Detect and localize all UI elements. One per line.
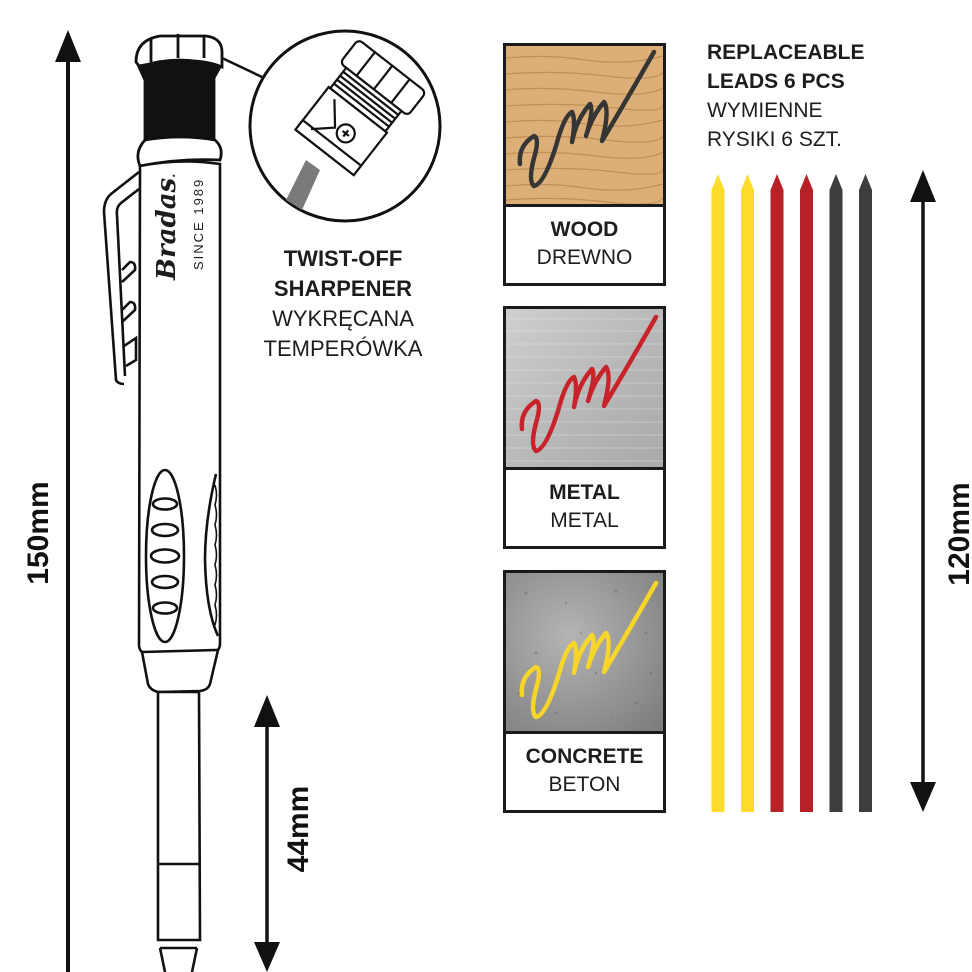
callout-leader-line: [221, 56, 263, 79]
metal-texture: [506, 309, 663, 470]
leads-group: [711, 174, 872, 812]
lead-length-dimension-arrow: [910, 170, 936, 812]
concrete-mark-scribble: [519, 580, 659, 720]
concrete-texture: [506, 573, 663, 734]
sharpener-subtitle-line2: TEMPERÓWKA: [263, 336, 423, 361]
surface-card-concrete: CONCRETE BETON: [503, 570, 666, 813]
wood-mark-scribble: [517, 49, 657, 189]
wood-texture: [506, 46, 663, 207]
leads-title-line2: LEADS 6 PCS: [707, 70, 845, 93]
lead-graphite: [859, 174, 872, 812]
arrow-up-icon: [254, 695, 280, 727]
leads-title-line1: REPLACEABLE: [707, 41, 865, 64]
pencil-barrel: [137, 160, 222, 972]
surface-name-pl: BETON: [548, 773, 621, 796]
lead-red: [800, 174, 813, 812]
twist-off-cap: [134, 34, 224, 168]
metal-mark-scribble: [519, 314, 659, 454]
surface-name: CONCRETE: [525, 745, 644, 768]
lead-yellow: [711, 174, 725, 812]
surface-card-wood: WOOD DREWNO: [503, 43, 666, 286]
leads-callout: REPLACEABLE LEADS 6 PCS WYMIENNE RYSIKI …: [707, 38, 865, 154]
arrow-down-icon: [254, 942, 280, 972]
sharpener-subtitle-line1: WYKRĘCANA: [272, 306, 414, 331]
sharpener-title-line2: SHARPENER: [273, 276, 413, 301]
surface-card-metal: METAL METAL: [503, 306, 666, 549]
leads-subtitle-line2: RYSIKI 6 SZT.: [707, 128, 842, 151]
surface-caption: METAL METAL: [506, 470, 663, 546]
arrow-down-icon: [910, 782, 936, 812]
surface-name-pl: DREWNO: [536, 246, 633, 269]
surface-caption: WOOD DREWNO: [506, 207, 663, 283]
sharpener-callout: TWIST-OFF SHARPENER WYKRĘCANA TEMPERÓWKA: [248, 244, 438, 364]
total-length-dimension-arrow: [55, 30, 81, 972]
sharpener-title-line1: TWIST-OFF: [283, 246, 403, 271]
lead-yellow: [741, 174, 754, 812]
lead-graphite: [829, 174, 843, 812]
sharpener-detail-magnifier: [248, 29, 442, 223]
leads-subtitle-line1: WYMIENNE: [707, 99, 823, 122]
lead-red: [770, 174, 784, 812]
arrow-up-icon: [910, 170, 936, 202]
surface-caption: CONCRETE BETON: [506, 734, 663, 810]
surface-name-pl: METAL: [550, 509, 619, 532]
pocket-clip: [102, 170, 140, 386]
arrow-up-icon: [55, 30, 81, 62]
surface-name: WOOD: [550, 218, 619, 241]
surface-name: METAL: [549, 481, 620, 504]
lead-extension-dimension-arrow: [254, 695, 280, 972]
